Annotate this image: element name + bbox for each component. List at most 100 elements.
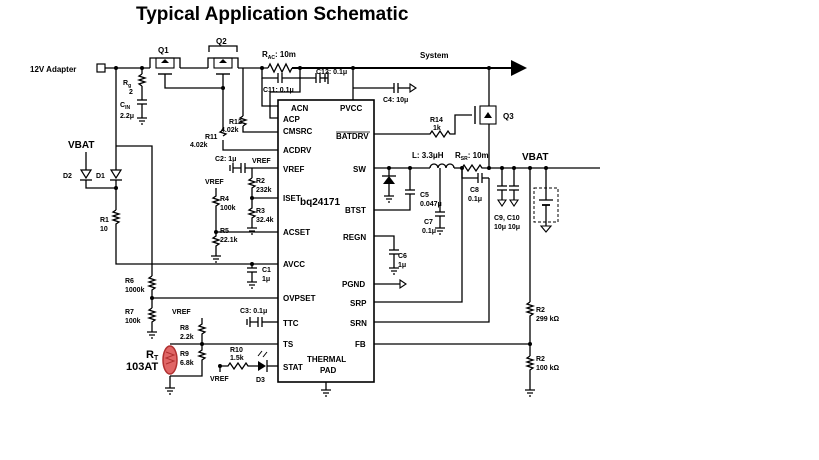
thermal-pad-label-2: PAD — [320, 366, 337, 375]
label-r2a-val: 232k — [256, 187, 272, 194]
label-c9-c10-val: 10μ 10μ — [494, 224, 520, 231]
label-c2: C2: 1μ — [215, 156, 236, 163]
net-vref-4: VREF — [210, 376, 229, 383]
pin-regn: REGN — [343, 233, 366, 242]
pin-iset: ISET — [283, 194, 301, 203]
label-r6-val: 1000k — [125, 287, 145, 294]
label-c8: C8 — [470, 187, 479, 194]
label-r3-val: 32.4k — [256, 217, 274, 224]
pin-acp: ACP — [283, 115, 301, 124]
svg-text:RSR: 10m: RSR: 10m — [455, 151, 489, 162]
resistor-rac: RAC: 10m — [262, 50, 296, 74]
label-q2: Q2 — [216, 37, 227, 46]
adapter-terminal — [96, 63, 106, 73]
label-c5: C5 — [420, 192, 429, 199]
label-r8-val: 2.2k — [180, 334, 194, 341]
svg-text:RT: RT — [146, 349, 159, 362]
label-r2a: R2 — [256, 178, 265, 185]
label-r2b-val: 299 kΩ — [536, 316, 560, 323]
label-r7-val: 100k — [125, 318, 141, 325]
label-r8: R8 — [180, 325, 189, 332]
label-c1-val: 1μ — [262, 276, 270, 283]
label-r9-val: 6.8k — [180, 360, 194, 367]
pin-ovpset: OVPSET — [283, 294, 316, 303]
label-r7: R7 — [125, 309, 134, 316]
label-r11-val: 4.02k — [190, 142, 208, 149]
net-vref-2: VREF — [205, 179, 224, 186]
pin-avcc: AVCC — [283, 260, 305, 269]
label-c7: C7 — [424, 219, 433, 226]
pin-acdrv: ACDRV — [283, 146, 312, 155]
label-cin-val: 2.2μ — [120, 113, 134, 120]
ic-bq24171: bq24171 THERMAL PAD ACN ACP CMSRC ACDRV … — [277, 99, 375, 383]
net-vbat-right: VBAT — [522, 152, 548, 163]
label-c1: C1 — [262, 267, 271, 274]
label-r9: R9 — [180, 351, 189, 358]
label-r6: R6 — [125, 278, 134, 285]
label-r14: R14 — [430, 117, 443, 124]
label-rg-val: 2 — [129, 89, 133, 96]
label-r4-val: 100k — [220, 205, 236, 212]
pin-stat: STAT — [283, 363, 303, 372]
pin-fb: FB — [355, 340, 366, 349]
svg-text:CIN: CIN — [120, 102, 130, 111]
label-c5-val: 0.047μ — [420, 201, 442, 208]
pin-btst: BTST — [345, 206, 366, 215]
net-system: System — [420, 51, 448, 60]
label-d1: D1 — [96, 173, 105, 180]
label-c6: C6 — [398, 253, 407, 260]
label-q3: Q3 — [503, 112, 514, 121]
pin-acn: ACN — [291, 104, 309, 113]
pin-sw: SW — [353, 165, 366, 174]
label-r10-val: 1.5k — [230, 355, 244, 362]
pin-ts: TS — [283, 340, 294, 349]
pin-batdrv: BATDRV — [336, 132, 369, 141]
mosfet-q1: Q1 — [149, 46, 181, 75]
label-r2b: R2 — [536, 307, 545, 314]
pin-pgnd: PGND — [342, 280, 365, 289]
pin-acset: ACSET — [283, 228, 310, 237]
label-r2c-val: 100 kΩ — [536, 365, 560, 372]
mosfet-q3: Q3 — [474, 105, 514, 125]
label-c8-val: 0.1μ — [468, 196, 482, 203]
label-rt-type: 103AT — [126, 361, 158, 373]
pin-srp: SRP — [350, 299, 367, 308]
thermistor-rt — [162, 345, 178, 375]
label-r1-val: 10 — [100, 226, 108, 233]
label-r3: R3 — [256, 208, 265, 215]
pin-cmsrc: CMSRC — [283, 127, 313, 136]
label-r12-val: 4.02k — [221, 127, 239, 134]
label-c6-val: 1μ — [398, 262, 406, 269]
label-r11: R11 — [205, 134, 218, 141]
net-12v-adapter: 12V Adapter — [30, 65, 76, 74]
pin-vref: VREF — [283, 165, 304, 174]
battery-pack — [533, 168, 559, 233]
pin-srn: SRN — [350, 319, 367, 328]
svg-text:Rg: Rg — [123, 80, 131, 89]
pin-pvcc: PVCC — [340, 104, 362, 113]
svg-text:RAC: 10m: RAC: 10m — [262, 50, 296, 61]
thermal-pad-label-1: THERMAL — [307, 355, 346, 364]
label-r4: R4 — [220, 196, 229, 203]
label-r5-val: 22.1k — [220, 237, 238, 244]
net-vref-3: VREF — [172, 309, 191, 316]
label-d2: D2 — [63, 173, 72, 180]
label-c11: C11: 0.1μ — [263, 87, 294, 94]
label-r14-val: 1k — [433, 125, 441, 132]
label-q1: Q1 — [158, 46, 169, 55]
pin-ttc: TTC — [283, 319, 299, 328]
net-vbat-left: VBAT — [68, 140, 94, 151]
label-l: L: 3.3μH — [412, 151, 444, 160]
label-c7-val: 0.1μ — [422, 228, 436, 235]
label-c12: C12: 0.1μ — [316, 69, 347, 76]
label-c3: C3: 0.1μ — [240, 308, 267, 315]
label-c4: C4: 10μ — [383, 97, 408, 104]
ic-name: bq24171 — [300, 197, 340, 208]
label-r2c: R2 — [536, 356, 545, 363]
mosfet-q2: Q2 — [207, 37, 239, 75]
label-r5: R5 — [220, 228, 229, 235]
schematic-title: Typical Application Schematic — [136, 4, 409, 25]
label-c9-c10: C9, C10 — [494, 215, 520, 222]
inductor-l: L: 3.3μH — [412, 151, 455, 169]
